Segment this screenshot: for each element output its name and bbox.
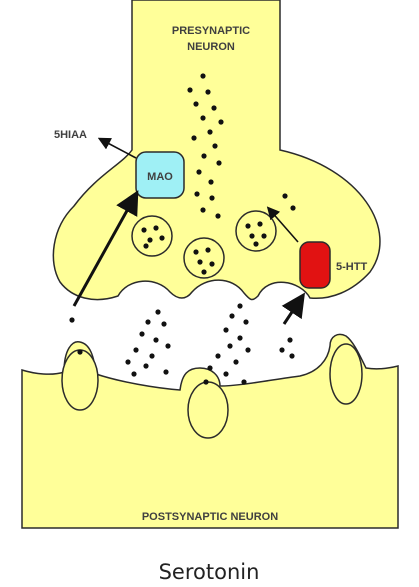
serotonin-dot [201,153,206,158]
serotonin-dot [163,369,168,374]
serotonin-dot [200,73,205,78]
serotonin-dot [282,193,287,198]
presynaptic-label-line1: PRESYNAPTIC [172,25,250,37]
arrow-mao-to-5hiaa [102,140,136,158]
serotonin-dot [237,303,242,308]
serotonin-dot [212,143,217,148]
serotonin-dot [209,261,214,266]
serotonin-dot [159,235,164,240]
serotonin-dot [245,223,250,228]
serotonin-dot [211,105,216,110]
serotonin-dot [193,101,198,106]
serotonin-dot [187,87,192,92]
transporter-label: 5-HTT [336,261,367,273]
shiaa-label: 5HIAA [54,129,87,141]
serotonin-dot [243,319,248,324]
serotonin-dot [201,269,206,274]
serotonin-dot [208,179,213,184]
serotonin-dot [131,371,136,376]
serotonin-dot [249,233,254,238]
vesicle-1 [132,216,172,256]
serotonin-dot [207,365,212,370]
serotonin-dot [205,247,210,252]
serotonin-dot [289,353,294,358]
serotonin-dot [191,135,196,140]
serotonin-dot [125,359,130,364]
serotonin-dot [205,89,210,94]
serotonin-dot [153,225,158,230]
serotonin-dot [241,379,246,384]
serotonin-dot [245,347,250,352]
serotonin-dot [197,259,202,264]
serotonin-dot [223,327,228,332]
serotonin-dot [218,119,223,124]
serotonin-dot [194,191,199,196]
serotonin-dot [69,317,74,322]
serotonin-dot [209,195,214,200]
serotonin-dot [193,249,198,254]
mao-label: MAO [147,171,173,183]
serotonin-dot [253,241,258,246]
presynaptic-label-line2: NEURON [187,41,235,53]
serotonin-dot [133,347,138,352]
serotonin-dot [147,237,152,242]
receptor-middle [188,382,228,438]
serotonin-dot [77,349,82,354]
serotonin-dot [143,243,148,248]
serotonin-dot [145,319,150,324]
serotonin-dot [261,233,266,238]
serotonin-dot [215,213,220,218]
serotonin-dot [161,321,166,326]
serotonin-dot [155,309,160,314]
serotonin-dot [196,169,201,174]
serotonin-dot [290,205,295,210]
serotonin-dot [203,379,208,384]
serotonin-dot [143,363,148,368]
receptor-right [330,344,362,404]
serotonin-dot [279,347,284,352]
serotonin-dot [223,371,228,376]
serotonin-dot [200,115,205,120]
postsynaptic-label: POSTSYNAPTIC NEURON [142,511,278,523]
caption: Serotonin [159,560,260,584]
serotonin-dot [153,337,158,342]
serotonin-dot [200,207,205,212]
serotonin-dot [227,343,232,348]
arrow-cleft-to-5htt [284,300,300,324]
serotonin-dot [237,335,242,340]
serotonin-dot [216,160,221,165]
serotonin-dot [141,227,146,232]
serotonin-dot [233,359,238,364]
serotonin-dot [139,331,144,336]
serotonin-dot [149,353,154,358]
receptor-left [62,350,98,410]
serotonin-dot [287,337,292,342]
serotonin-dot [165,343,170,348]
serotonin-dot [229,313,234,318]
serotonin-transporter [300,242,330,288]
serotonin-dot [207,129,212,134]
serotonin-dot [257,221,262,226]
serotonin-dot [215,353,220,358]
